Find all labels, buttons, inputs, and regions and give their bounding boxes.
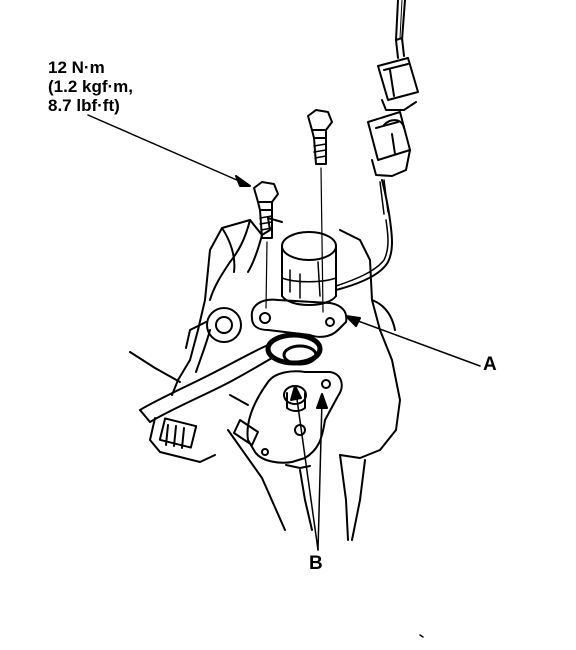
bolt-upper xyxy=(307,109,333,165)
torque-spec-label: 12 N·m (1.2 kgf·m, 8.7 lbf·ft) xyxy=(48,58,133,115)
stray-mark xyxy=(419,634,424,638)
solenoid-body xyxy=(281,231,337,306)
engine-housing xyxy=(129,217,401,541)
bolt-left xyxy=(253,181,279,239)
solenoid-base-plate xyxy=(229,370,343,469)
upper-wires xyxy=(395,0,406,41)
callout-label-b: B xyxy=(309,553,323,574)
torque-leader-arrow xyxy=(87,114,251,187)
hose-fitting xyxy=(149,417,216,463)
callout-label-a: A xyxy=(483,354,497,375)
torque-spec-line-2: (1.2 kgf·m, xyxy=(48,77,134,96)
alignment-lines xyxy=(265,167,324,313)
solenoid-flange xyxy=(250,298,348,338)
torque-spec-line-3: 8.7 lbf·ft) xyxy=(48,96,120,115)
callout-b-leaders xyxy=(290,385,328,551)
housing-boss xyxy=(185,307,242,349)
harness-wire xyxy=(335,179,393,291)
torque-spec-line-1: 12 N·m xyxy=(48,58,105,77)
o-rings xyxy=(265,332,323,366)
hose xyxy=(139,344,273,423)
lower-connector xyxy=(367,111,411,177)
upper-connector xyxy=(377,37,419,111)
callout-a-leader xyxy=(345,315,481,367)
